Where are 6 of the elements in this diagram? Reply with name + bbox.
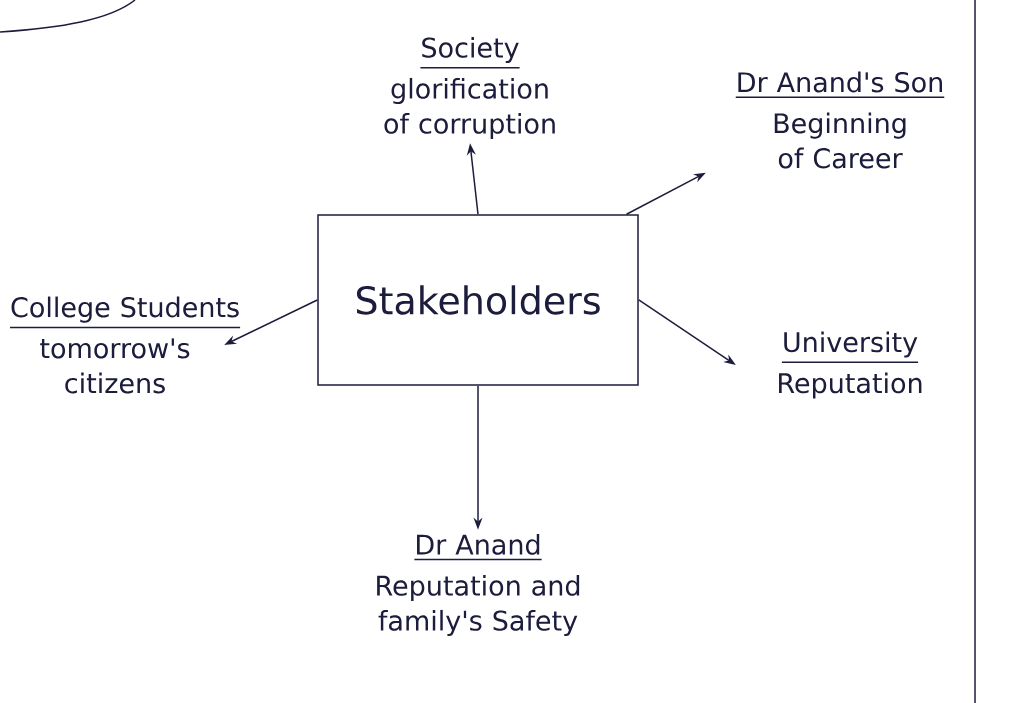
- stakeholder-note: Dr Anand Reputation and family's Safety: [377, 533, 580, 637]
- stakeholder-box: Stakeholders: [317, 214, 639, 386]
- stakeholder-note: Society glorification of corruption: [384, 36, 555, 140]
- stakeholder-note: University Reputation: [779, 331, 922, 399]
- stakeholder-note: Dr Anand's Son Beginning of Career: [735, 71, 945, 169]
- stakeholder-note: College Students tomorrow's citizens: [9, 296, 241, 394]
